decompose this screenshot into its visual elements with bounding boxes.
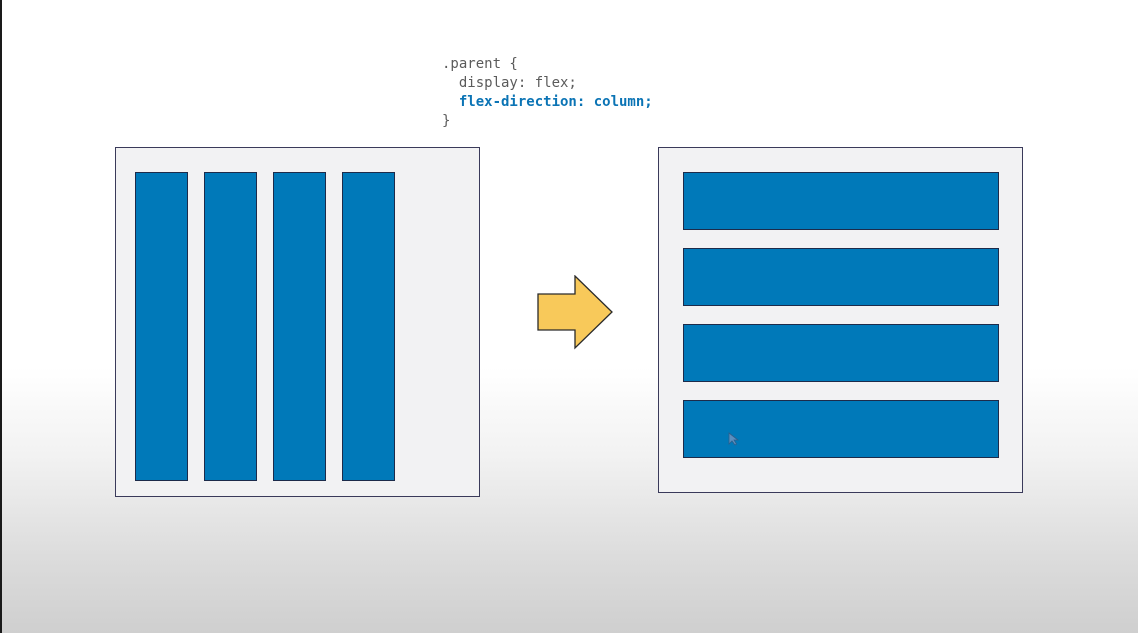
flex-item-3 [683, 324, 999, 382]
code-line-indent [442, 94, 459, 110]
css-code-snippet: .parent { display: flex; flex-direction:… [442, 55, 653, 131]
code-line-display: display: flex; [442, 75, 577, 91]
flex-item-2 [683, 248, 999, 306]
flex-item-3 [273, 172, 326, 481]
code-line-flex-direction: flex-direction: column; [458, 94, 653, 110]
window-left-edge [0, 0, 2, 633]
flex-item-4 [683, 400, 999, 458]
flex-column-container [658, 147, 1023, 493]
mouse-pointer-icon [728, 431, 740, 450]
arrow-right-icon [536, 274, 614, 355]
flex-row-container [115, 147, 480, 497]
flex-item-1 [683, 172, 999, 230]
flex-item-4 [342, 172, 395, 481]
flex-item-1 [135, 172, 188, 481]
code-line-closing-brace: } [442, 113, 451, 129]
code-line-selector: .parent { [442, 56, 518, 72]
flex-item-2 [204, 172, 257, 481]
